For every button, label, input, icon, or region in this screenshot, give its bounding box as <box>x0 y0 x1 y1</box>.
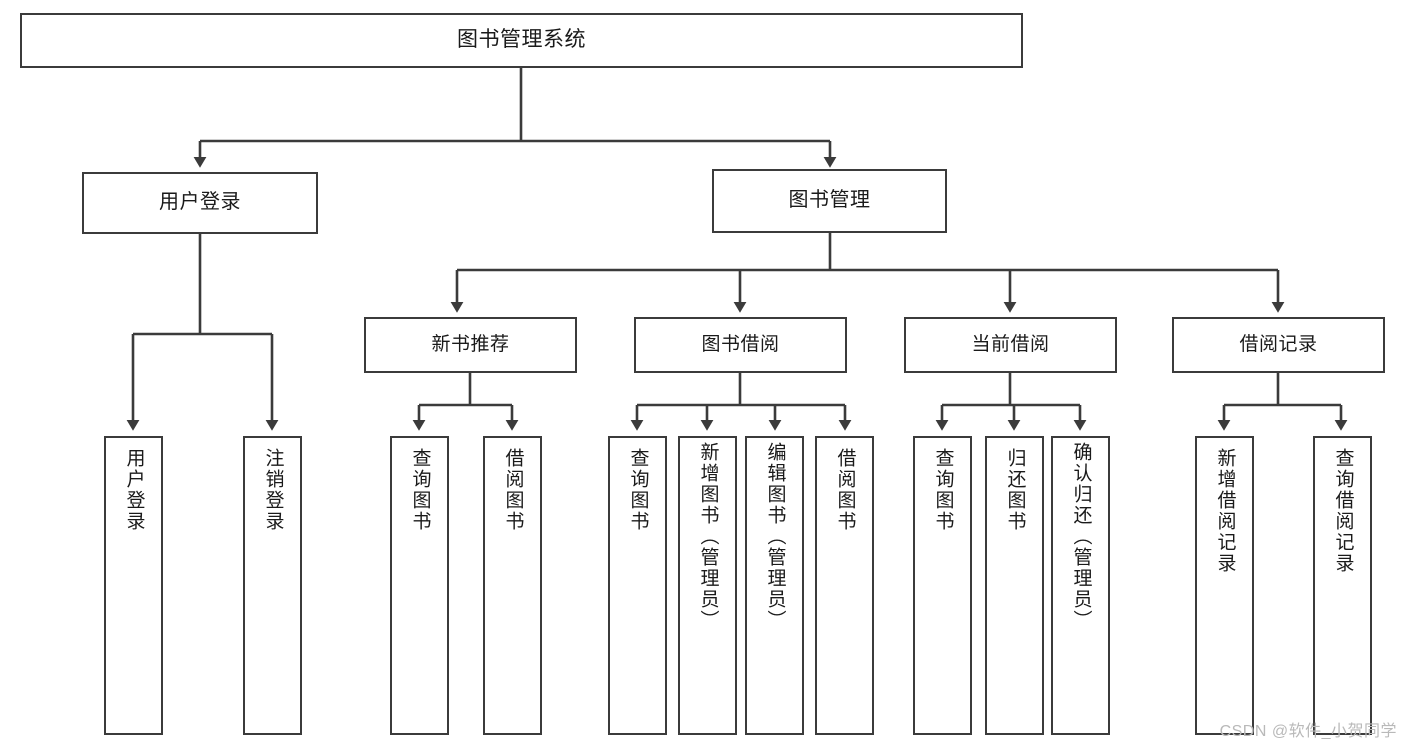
node-user-login-label: 用户登录 <box>159 191 241 214</box>
node-user-login[interactable]: 用户登录 <box>82 172 318 234</box>
leaf-new-book-borrow-label: 借阅图书 <box>502 448 524 532</box>
leaf-borrow-edit-book[interactable]: 编辑图书（管理员） <box>745 436 804 735</box>
leaf-borrow-borrow-book[interactable]: 借阅图书 <box>815 436 874 735</box>
leaf-user-login-login[interactable]: 用户登录 <box>104 436 163 735</box>
leaf-record-query[interactable]: 查询借阅记录 <box>1313 436 1372 735</box>
leaf-record-add[interactable]: 新增借阅记录 <box>1195 436 1254 735</box>
node-root[interactable]: 图书管理系统 <box>20 13 1023 68</box>
leaf-current-confirm-return[interactable]: 确认归还（管理员） <box>1051 436 1110 735</box>
node-new-book-recommend-label: 新书推荐 <box>431 333 510 355</box>
leaf-new-book-query-label: 查询图书 <box>409 448 431 532</box>
leaf-current-confirm-return-label: 确认归还（管理员） <box>1070 442 1092 631</box>
leaf-current-query-book[interactable]: 查询图书 <box>913 436 972 735</box>
leaf-current-query-book-label: 查询图书 <box>932 448 954 532</box>
leaf-record-query-label: 查询借阅记录 <box>1332 448 1354 574</box>
node-book-borrow-label: 图书借阅 <box>701 333 780 355</box>
leaf-user-login-logout[interactable]: 注销登录 <box>243 436 302 735</box>
leaf-current-return-book[interactable]: 归还图书 <box>985 436 1044 735</box>
node-book-borrow[interactable]: 图书借阅 <box>634 317 847 373</box>
leaf-user-login-login-label: 用户登录 <box>123 448 145 532</box>
leaf-new-book-borrow[interactable]: 借阅图书 <box>483 436 542 735</box>
watermark: CSDN @软件_小贺同学 <box>1219 723 1397 740</box>
node-current-borrow-label: 当前借阅 <box>971 333 1050 355</box>
leaf-borrow-borrow-book-label: 借阅图书 <box>834 448 856 532</box>
leaf-user-login-logout-label: 注销登录 <box>262 448 284 532</box>
node-borrow-record[interactable]: 借阅记录 <box>1172 317 1385 373</box>
leaf-borrow-add-book-label: 新增图书（管理员） <box>697 442 719 631</box>
leaf-current-return-book-label: 归还图书 <box>1004 448 1026 532</box>
node-current-borrow[interactable]: 当前借阅 <box>904 317 1117 373</box>
node-root-label: 图书管理系统 <box>457 28 586 52</box>
node-borrow-record-label: 借阅记录 <box>1239 333 1318 355</box>
node-new-book-recommend[interactable]: 新书推荐 <box>364 317 577 373</box>
node-book-management[interactable]: 图书管理 <box>712 169 947 233</box>
leaf-new-book-query[interactable]: 查询图书 <box>390 436 449 735</box>
node-book-management-label: 图书管理 <box>788 189 871 212</box>
leaf-record-add-label: 新增借阅记录 <box>1214 448 1236 574</box>
leaf-borrow-query-book[interactable]: 查询图书 <box>608 436 667 735</box>
leaf-borrow-query-book-label: 查询图书 <box>627 448 649 532</box>
leaf-borrow-add-book[interactable]: 新增图书（管理员） <box>678 436 737 735</box>
leaf-borrow-edit-book-label: 编辑图书（管理员） <box>764 442 786 631</box>
